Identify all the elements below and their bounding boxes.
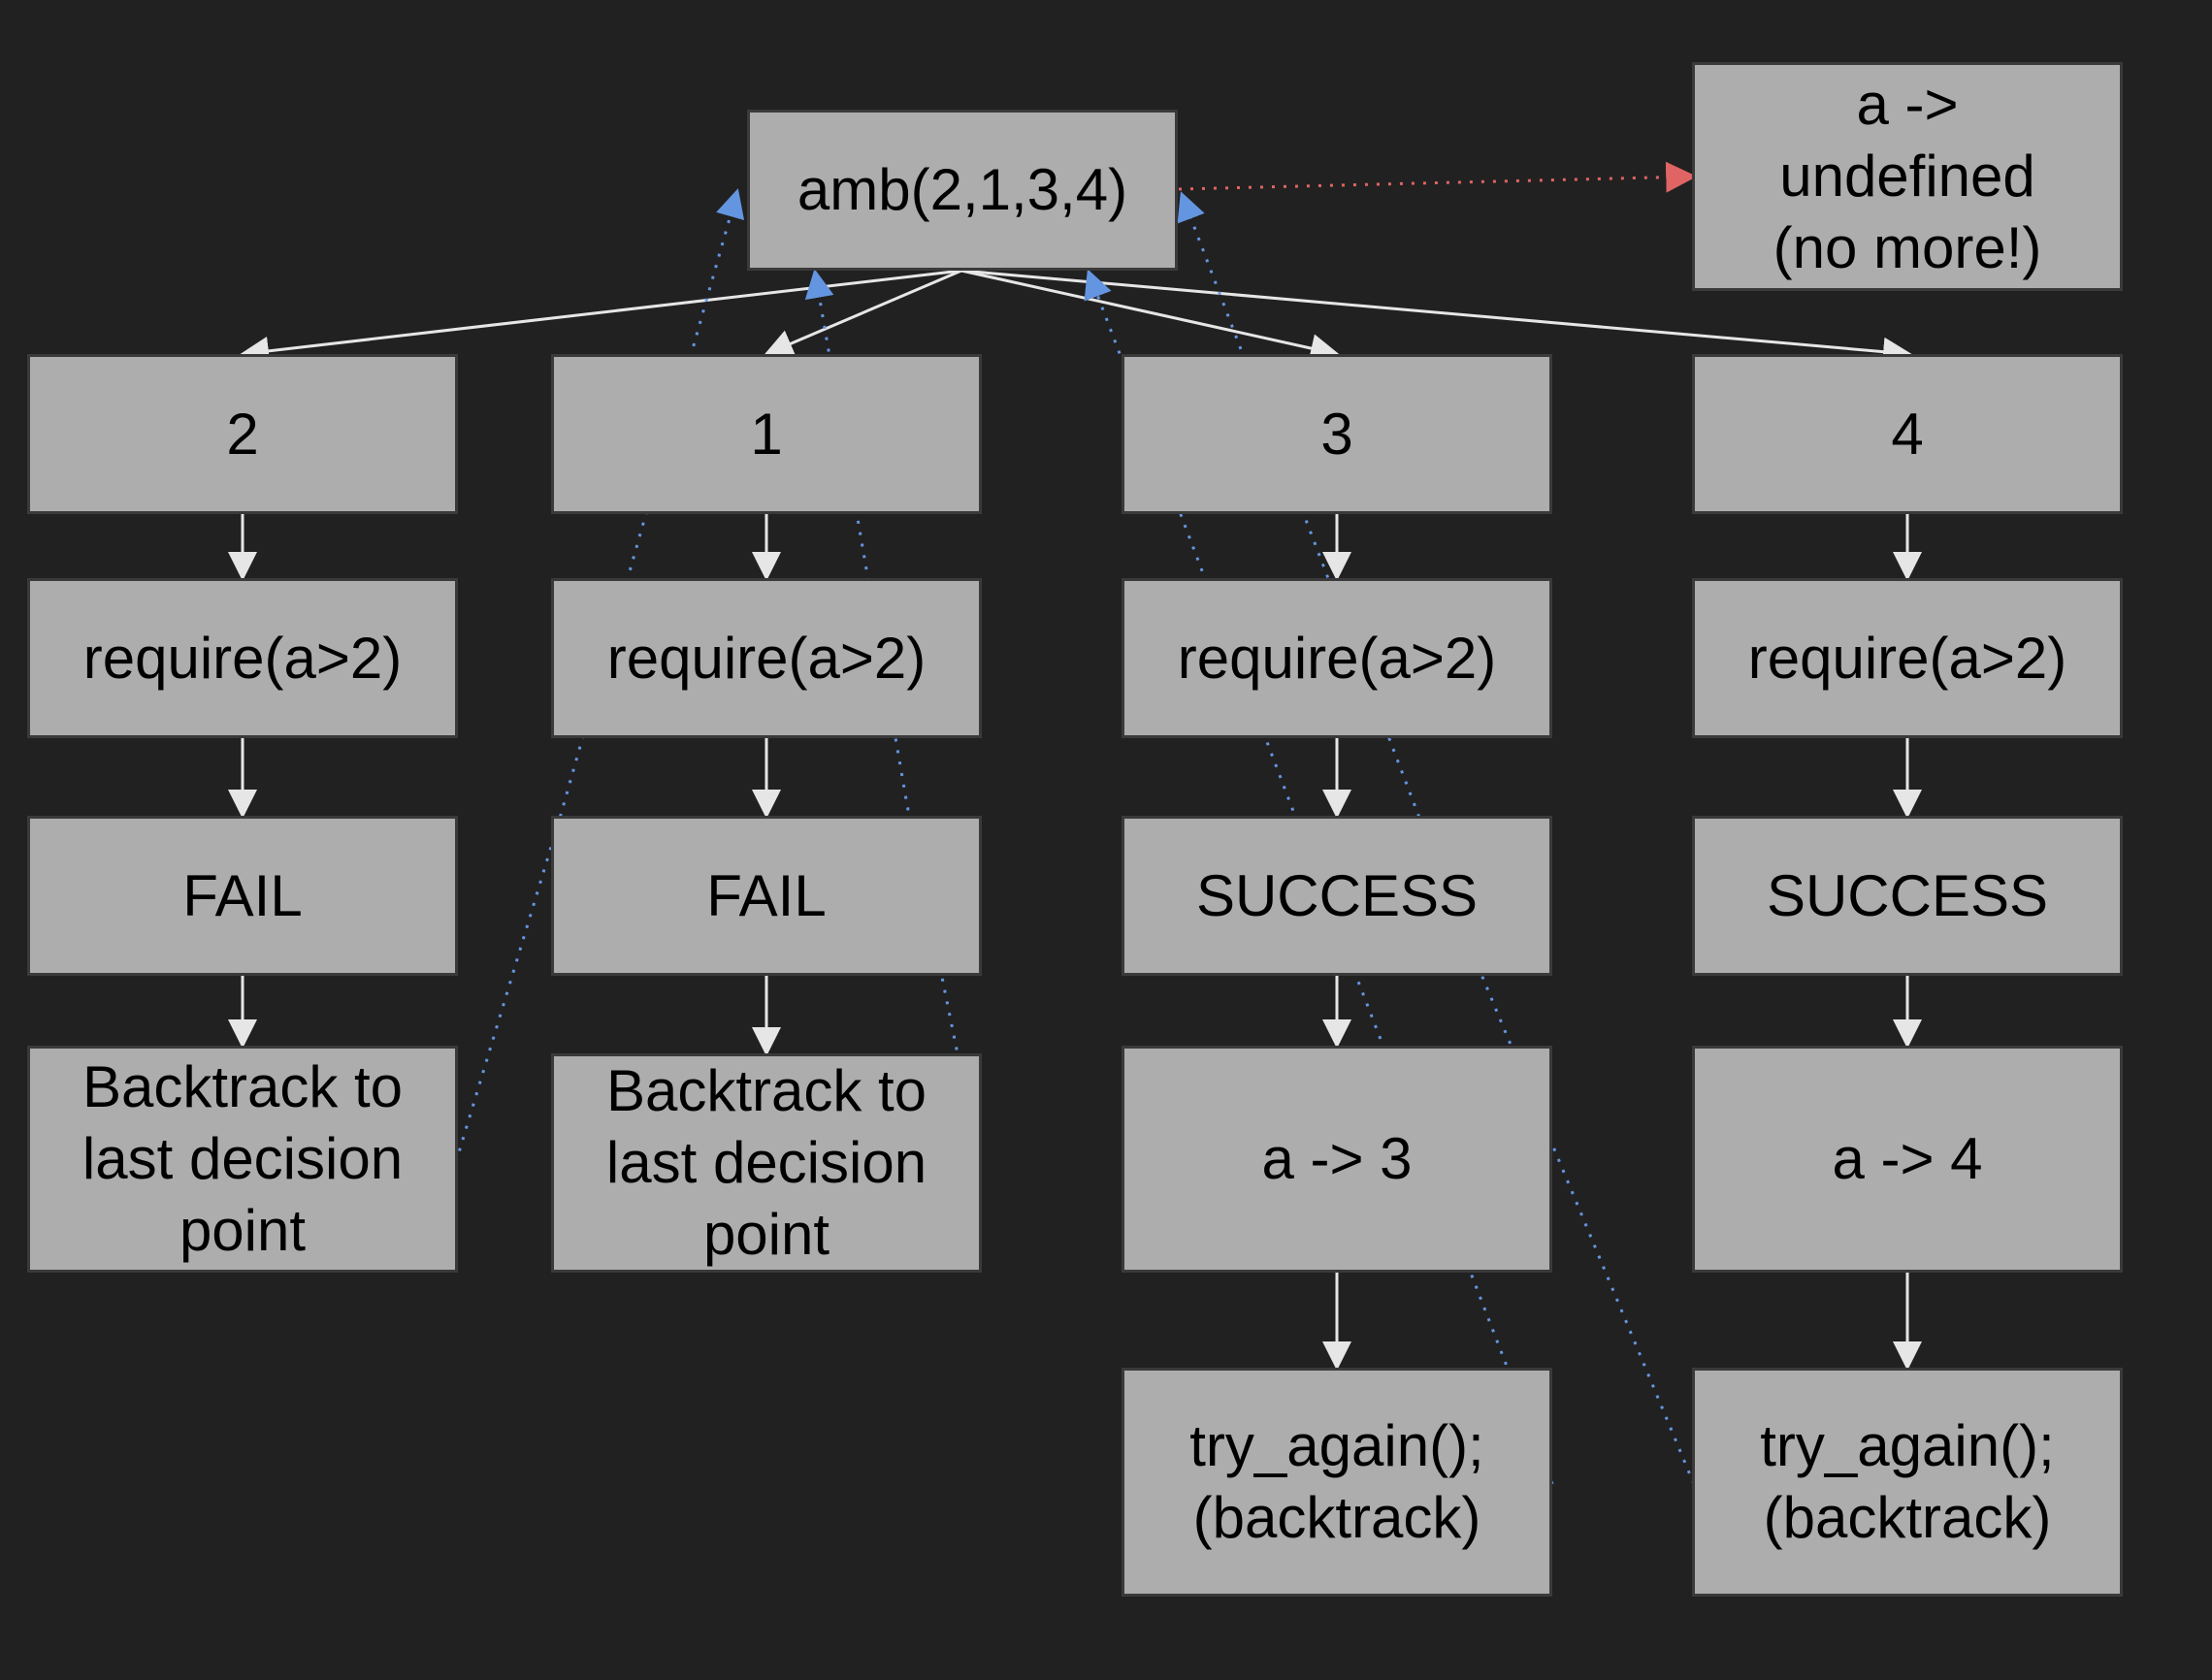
c1-result-node: FAIL <box>27 816 458 976</box>
c3-retry-node: try_again(); (backtrack) <box>1122 1368 1552 1597</box>
c3-result-node: SUCCESS <box>1122 816 1552 976</box>
c1-require-node: require(a>2) <box>27 578 458 738</box>
c1-outcome-node: Backtrack to last decision point <box>27 1046 458 1273</box>
backtrack-arrow-from-c1 <box>454 188 745 1163</box>
c4-result-node: SUCCESS <box>1692 816 2123 976</box>
c2-result-node: FAIL <box>551 816 982 976</box>
c3-outcome-node: a -> 3 <box>1122 1046 1552 1273</box>
c2-require-node: require(a>2) <box>551 578 982 738</box>
c4-choice-node: 4 <box>1692 354 2123 514</box>
c4-require-node: require(a>2) <box>1692 578 2123 738</box>
arrow-root-to-choice-4 <box>960 269 1912 367</box>
c2-outcome-node: Backtrack to last decision point <box>551 1053 982 1273</box>
c3-require-node: require(a>2) <box>1122 578 1552 738</box>
c4-retry-node: try_again(); (backtrack) <box>1692 1368 2123 1597</box>
arrow-root-to-choice-1 <box>764 269 962 358</box>
c2-choice-node: 1 <box>551 354 982 514</box>
arrow-root-to-choice-3 <box>960 269 1340 363</box>
exhausted-node: a -> undefined (no more!) <box>1692 62 2123 291</box>
c3-choice-node: 3 <box>1122 354 1552 514</box>
arrow-root-to-exhausted <box>1178 161 1698 193</box>
arrow-root-to-choice-2 <box>240 269 962 366</box>
c4-outcome-node: a -> 4 <box>1692 1046 2123 1273</box>
root-amb-node: amb(2,1,3,4) <box>747 110 1178 271</box>
c1-choice-node: 2 <box>27 354 458 514</box>
